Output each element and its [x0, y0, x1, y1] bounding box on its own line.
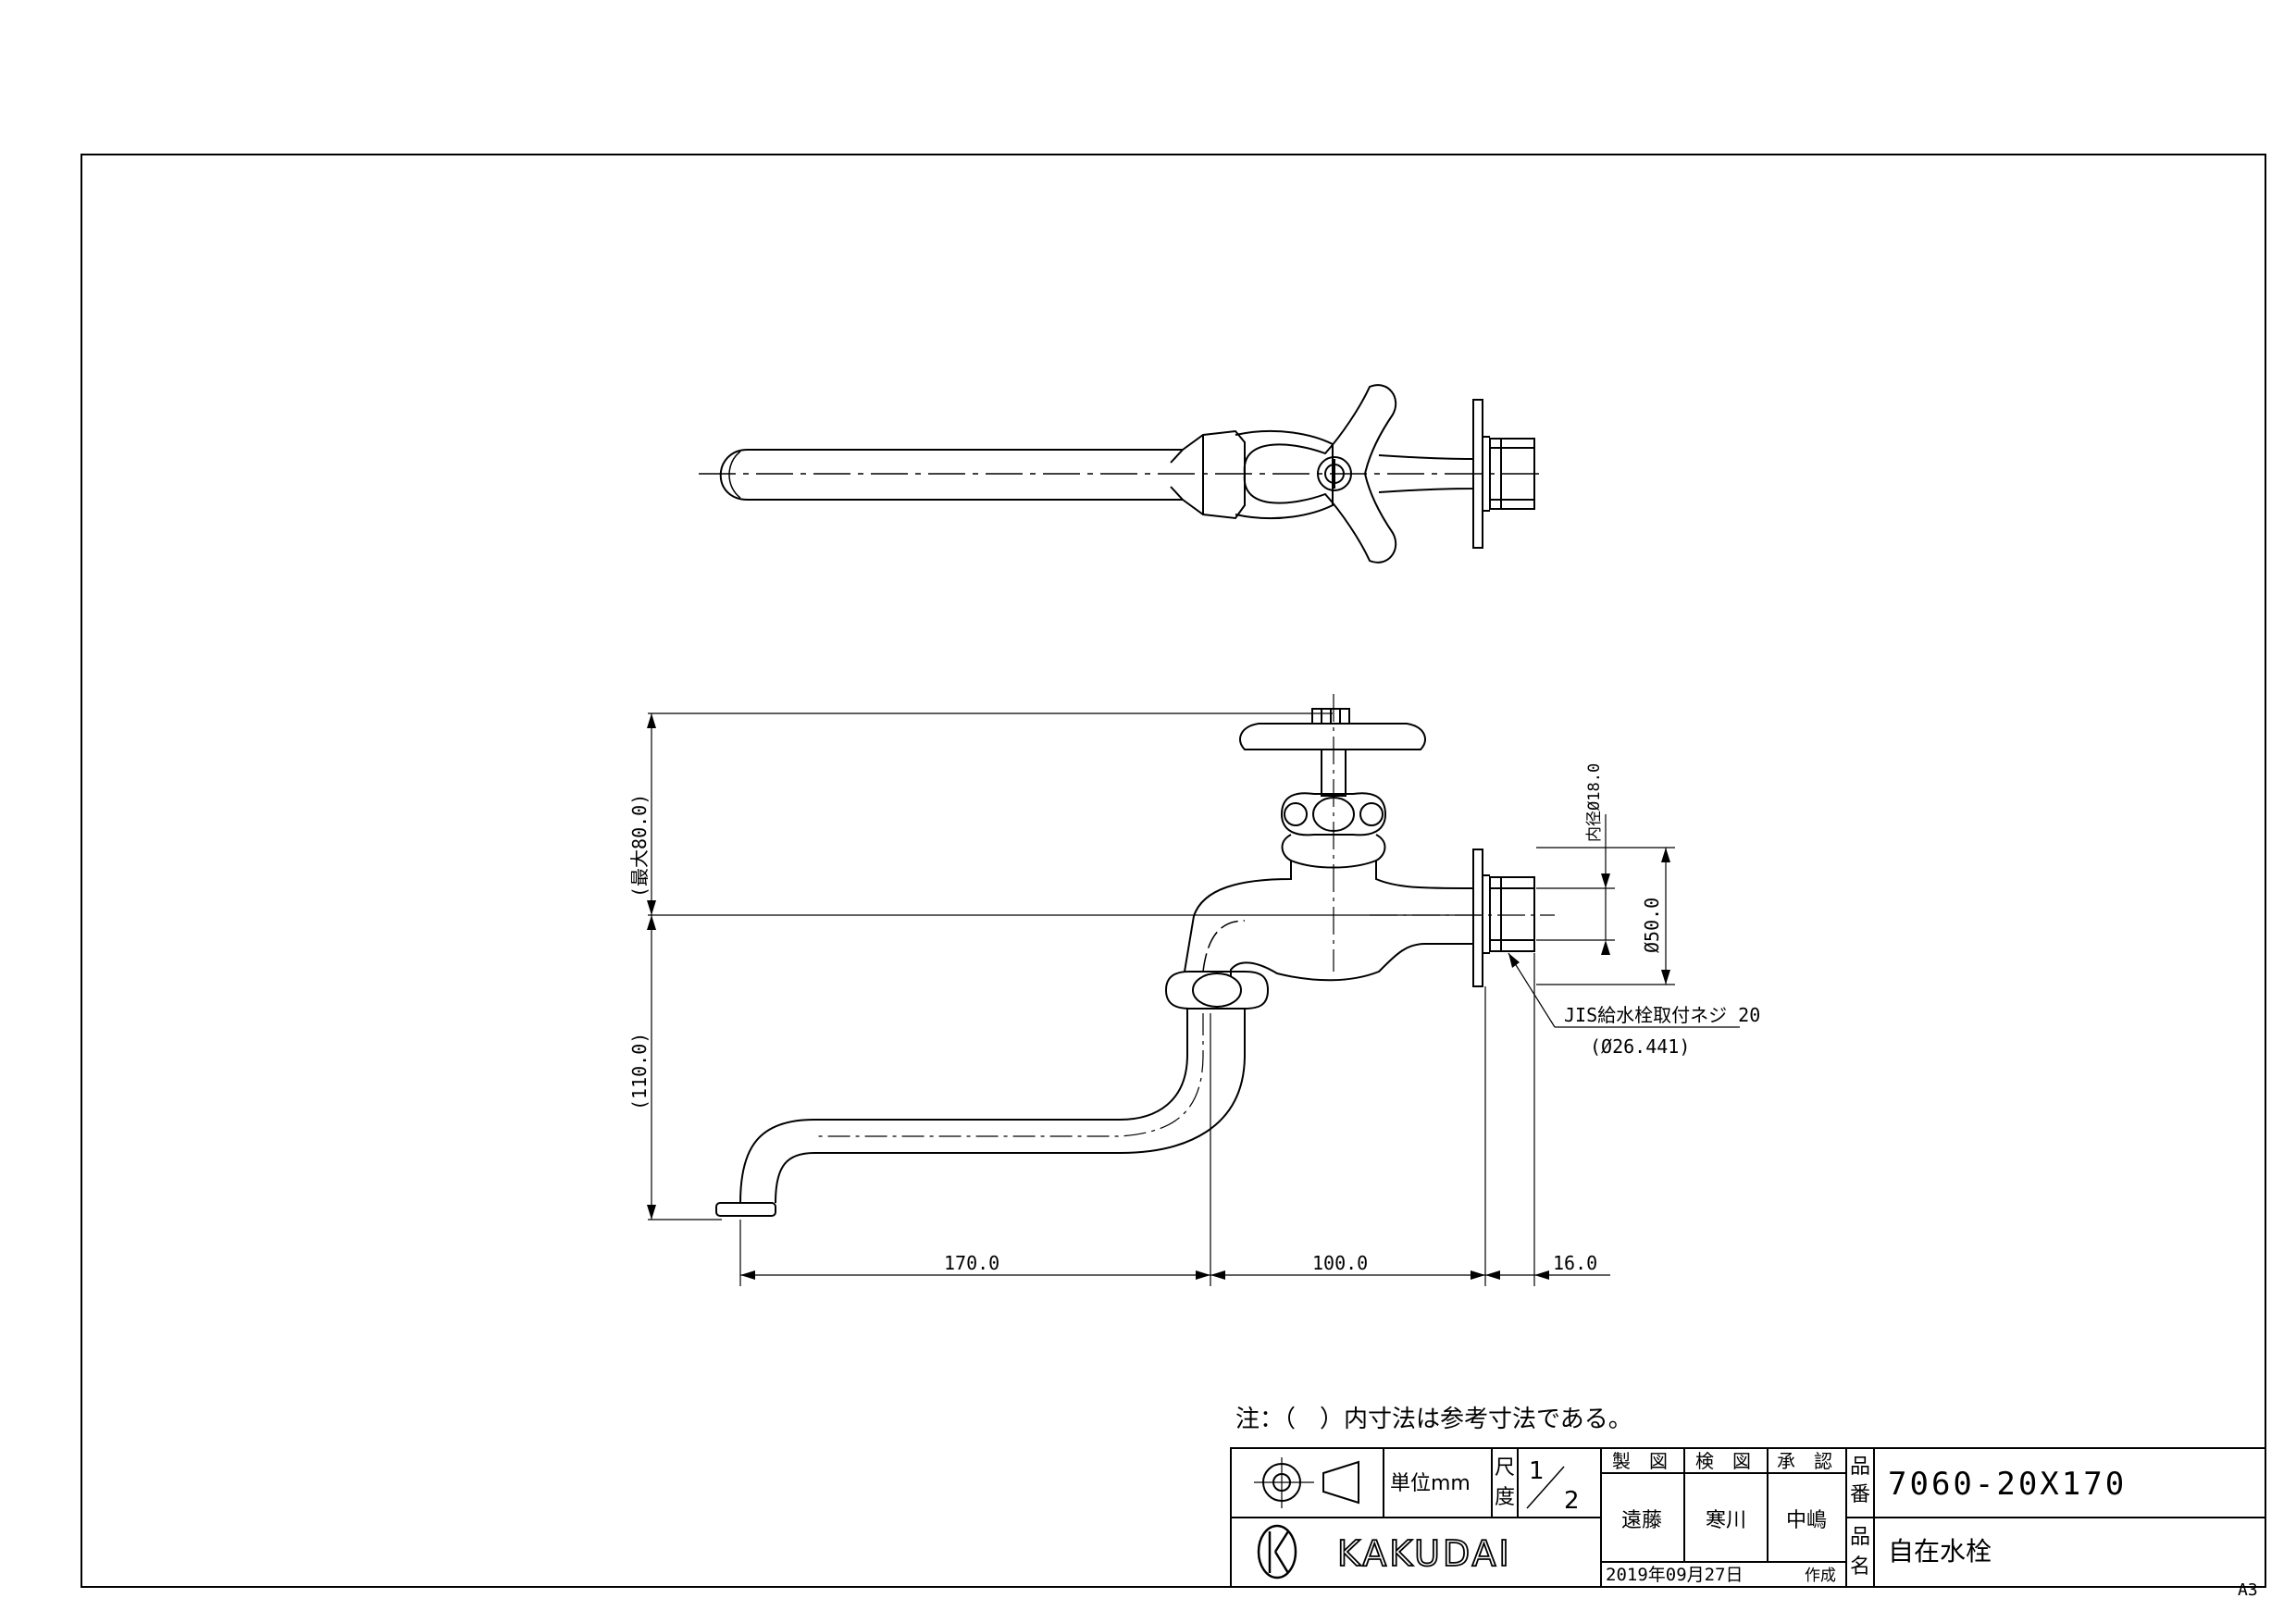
thread-dia: (Ø26.441) [1590, 1035, 1690, 1058]
logo-text: KAKUDAI [1337, 1533, 1512, 1574]
scale-denominator: 2 [1564, 1487, 1580, 1515]
part-number: 7060-20X170 [1888, 1466, 2127, 1503]
dim-170: 170.0 [944, 1252, 999, 1274]
product-name: 自在水栓 [1888, 1536, 1992, 1567]
thread-note: JIS給水栓取付ネジ 20 [1564, 1004, 1760, 1026]
front-view [715, 708, 1535, 1217]
drawing-frame [81, 154, 2266, 1588]
reference-dimension-note: 注：（ ）内寸法は参考寸法である。 [1235, 1406, 1632, 1433]
approved-name: 中嶋 [1786, 1509, 1827, 1532]
checked-label: 検 図 [1695, 1450, 1751, 1472]
name-label-1: 品 [1850, 1526, 1870, 1549]
dim-dia50: Ø50.0 [1641, 898, 1663, 953]
drawn-label: 製 図 [1612, 1450, 1668, 1472]
part-no-label-1: 品 [1850, 1456, 1870, 1479]
scale-label-1: 尺 [1495, 1456, 1515, 1480]
title-block [1230, 1447, 2266, 1588]
created-label: 作成 [1805, 1567, 1836, 1585]
scale-label-2: 度 [1495, 1486, 1515, 1509]
unit-label: 単位mm [1390, 1472, 1471, 1495]
dim-100: 100.0 [1312, 1252, 1368, 1274]
top-view [699, 384, 1545, 564]
sheet-size: A3 [2238, 1580, 2258, 1600]
drawn-name: 遠藤 [1621, 1509, 1662, 1532]
dim-max80: (最大80.0) [628, 794, 651, 898]
scale-numerator: 1 [1529, 1457, 1545, 1485]
dim-16: 16.0 [1553, 1252, 1597, 1274]
part-no-label-2: 番 [1850, 1483, 1870, 1506]
scale-slash [1526, 1466, 1565, 1509]
checked-name: 寒川 [1706, 1509, 1746, 1532]
approved-label: 承 認 [1777, 1450, 1832, 1472]
dim-inner18: 内径Ø18.0 [1585, 763, 1604, 842]
name-label-2: 名 [1850, 1555, 1870, 1579]
kakudai-logo [1257, 1524, 1297, 1580]
dim-110: (110.0) [628, 1033, 651, 1110]
drawing-date: 2019年09月27日 [1606, 1565, 1744, 1585]
third-angle-projection-icon [1254, 1457, 1359, 1508]
dimension-arrows [647, 713, 1670, 1280]
